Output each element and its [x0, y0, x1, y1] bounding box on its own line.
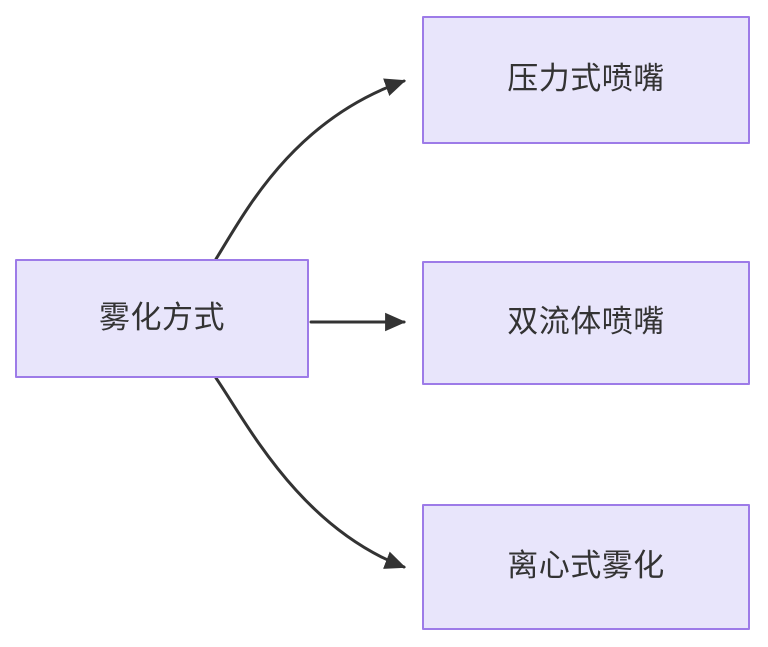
node-twin-fluid-nozzle[interactable]: 双流体喷嘴	[422, 261, 750, 385]
node-centrifugal-atomization[interactable]: 离心式雾化	[422, 504, 750, 630]
node-root-atomization-method[interactable]: 雾化方式	[15, 259, 309, 378]
edge-root-to-pressure-nozzle	[214, 78, 406, 261]
edge-root-to-centrifugal-atomization	[214, 376, 406, 569]
node-label: 压力式喷嘴	[507, 61, 665, 98]
node-label: 雾化方式	[99, 299, 225, 336]
node-label: 离心式雾化	[507, 548, 665, 585]
node-label: 双流体喷嘴	[507, 304, 665, 341]
node-pressure-nozzle[interactable]: 压力式喷嘴	[422, 16, 750, 144]
